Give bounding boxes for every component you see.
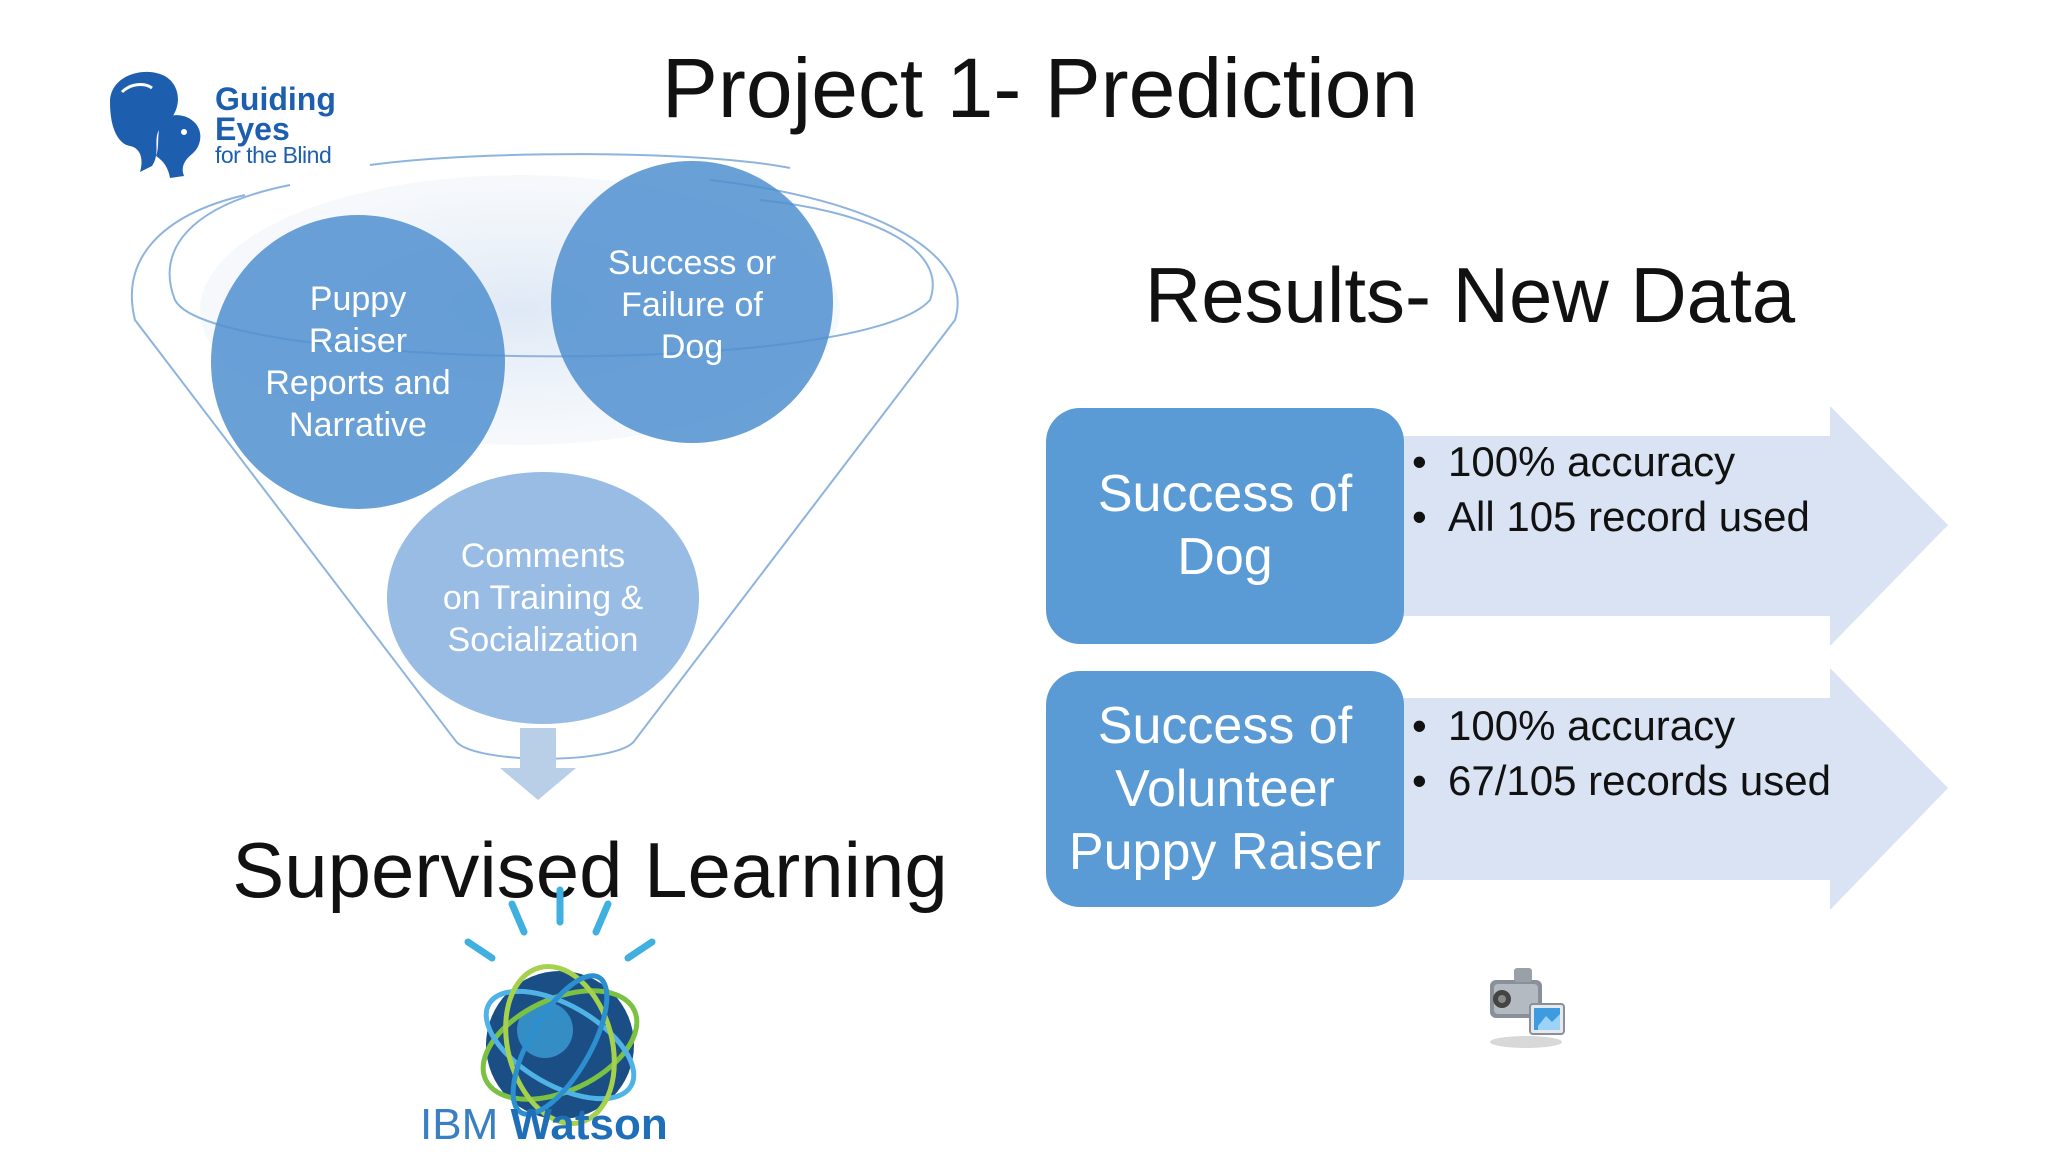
guiding-eyes-logo: Guiding Eyes for the Blind [100,62,380,180]
circle-label-2: Success or Failure of Dog [607,244,777,366]
video-camera-icon[interactable] [1480,962,1572,1052]
funnel-circle-1 [211,215,505,509]
funnel-circle-3 [387,472,699,724]
logo-line-1: Guiding [215,81,336,117]
funnel-spout [520,728,556,768]
funnel-rim-top [369,153,791,169]
watson-globe-icon [464,886,656,1126]
guide-dog-icon [110,71,201,178]
ibm-text: IBM [420,1100,499,1149]
result-bullets-dog: 100% accuracy All 105 record used [1410,434,1868,544]
funnel-outline [130,179,959,760]
logo-line-3: for the Blind [215,141,332,168]
logo-wordmark: Guiding Eyes for the Blind [215,81,336,168]
logo-line-2: Eyes [215,111,290,148]
circle-label-3: Comments on Training & Socialization [442,537,644,659]
bullet-item: 67/105 records used [1410,753,1868,808]
ibm-watson-wordmark: IBM Watson [420,1100,668,1150]
result-box-volunteer: Success of Volunteer Puppy Raiser [1046,671,1404,907]
funnel-spout-arrow [500,768,576,800]
bullet-item: All 105 record used [1410,489,1868,544]
result-bullets-volunteer: 100% accuracy 67/105 records used [1410,698,1868,808]
supervised-learning-title: Supervised Learning [232,826,948,914]
funnel-circle-2 [551,161,833,443]
funnel-rim-inner [168,184,934,358]
watson-text: Watson [510,1100,668,1149]
slide-title: Project 1- Prediction [661,41,1419,135]
bullet-item: 100% accuracy [1410,698,1868,753]
result-box-dog: Success of Dog [1046,408,1404,644]
bullet-item: 100% accuracy [1410,434,1868,489]
circle-label-1: Puppy Raiser Reports and Narrative [265,280,451,444]
results-title: Results- New Data [1144,251,1796,339]
